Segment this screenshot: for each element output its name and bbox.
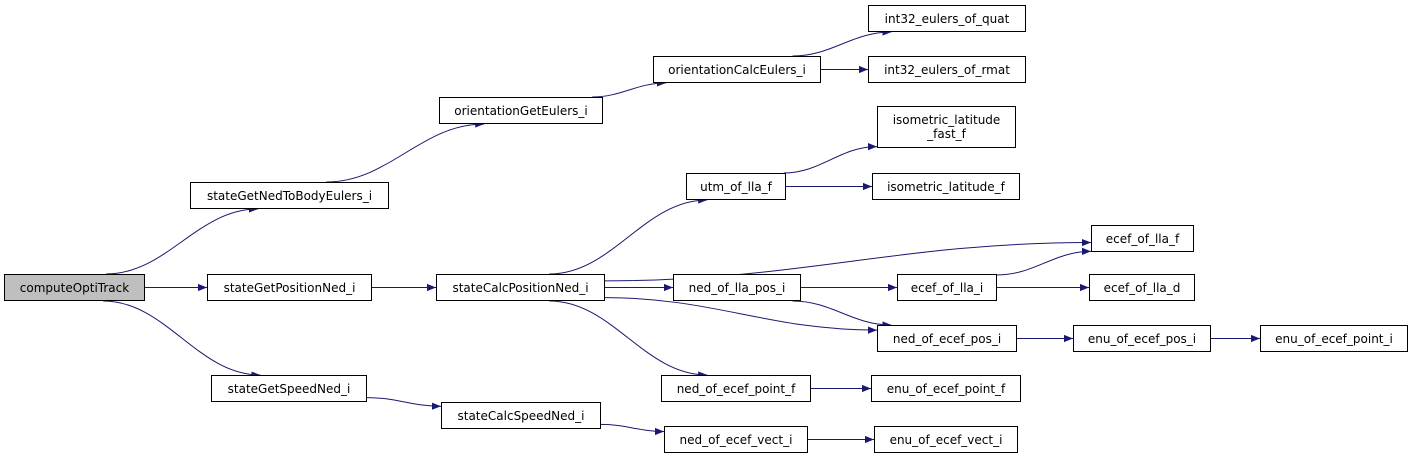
edge-ned_of_lla_pos_i-to-ned_of_ecef_pos_i: [792, 300, 892, 329]
node-ned_of_ecef_point_f[interactable]: ned_of_ecef_point_f: [661, 375, 811, 402]
node-enu_of_ecef_point_f[interactable]: enu_of_ecef_point_f: [871, 375, 1021, 402]
node-label: stateCalcSpeedNed_i: [457, 408, 585, 423]
node-label: stateCalcPositionNed_i: [452, 280, 589, 295]
node-label: int32_eulers_of_rmat: [884, 62, 1010, 77]
node-int32_eulers_of_rmat[interactable]: int32_eulers_of_rmat: [868, 56, 1026, 83]
node-orientationCalcEulers_i[interactable]: orientationCalcEulers_i: [653, 56, 821, 83]
edge-orientationCalcEulers_i-to-int32_eulers_of_quat: [792, 28, 892, 57]
edge-stateCalcPositionNed_i-to-ned_of_ecef_point_f: [549, 300, 708, 379]
node-label: stateGetPositionNed_i: [223, 280, 356, 295]
node-label: computeOptiTrack: [19, 280, 130, 295]
node-ecef_of_lla_d[interactable]: ecef_of_lla_d: [1089, 274, 1195, 301]
node-enu_of_ecef_pos_i[interactable]: enu_of_ecef_pos_i: [1073, 325, 1211, 352]
node-label: enu_of_ecef_vect_i: [889, 432, 1003, 447]
node-label: isometric_latitude_f: [887, 179, 1005, 194]
node-isometric_latitude_f[interactable]: isometric_latitude_f: [872, 173, 1020, 200]
edge-orientationGetEulers_i-to-orientationCalcEulers_i: [592, 79, 666, 98]
node-ned_of_ecef_pos_i[interactable]: ned_of_ecef_pos_i: [877, 325, 1017, 352]
edge-computeOptiTrack-to-stateGetNedToBodyEulers_i: [106, 205, 258, 275]
node-label: orientationCalcEulers_i: [668, 62, 806, 77]
edge-ecef_of_lla_i-to-ecef_of_lla_f: [996, 247, 1092, 276]
node-enu_of_ecef_vect_i[interactable]: enu_of_ecef_vect_i: [874, 426, 1018, 453]
node-label: ned_of_lla_pos_i: [688, 280, 786, 295]
edge-stateCalcSpeedNed_i-to-ned_of_ecef_vect_i: [600, 423, 665, 436]
node-computeOptiTrack: computeOptiTrack: [4, 274, 145, 301]
node-label: stateGetSpeedNed_i: [227, 381, 351, 396]
node-label: ned_of_ecef_point_f: [676, 381, 796, 396]
node-label: ned_of_ecef_pos_i: [892, 331, 1002, 346]
node-stateCalcSpeedNed_i[interactable]: stateCalcSpeedNed_i: [441, 402, 601, 429]
node-int32_eulers_of_quat[interactable]: int32_eulers_of_quat: [868, 5, 1026, 32]
node-label: ecef_of_lla_d: [1103, 280, 1181, 295]
node-label: ned_of_ecef_vect_i: [679, 432, 793, 447]
node-stateGetSpeedNed_i[interactable]: stateGetSpeedNed_i: [211, 375, 367, 402]
node-isometric_latitude_fast_f[interactable]: isometric_latitude _fast_f: [877, 106, 1016, 148]
node-ecef_of_lla_i[interactable]: ecef_of_lla_i: [897, 274, 997, 301]
node-utm_of_lla_f[interactable]: utm_of_lla_f: [686, 173, 786, 200]
node-enu_of_ecef_point_i[interactable]: enu_of_ecef_point_i: [1260, 325, 1408, 352]
node-label-line-2: _fast_f: [927, 127, 966, 141]
node-stateGetNedToBodyEulers_i[interactable]: stateGetNedToBodyEulers_i: [190, 182, 389, 209]
node-label: int32_eulers_of_quat: [884, 11, 1010, 26]
edge-stateGetNedToBodyEulers_i-to-orientationGetEulers_i: [326, 120, 485, 183]
node-ned_of_ecef_vect_i[interactable]: ned_of_ecef_vect_i: [664, 426, 808, 453]
node-label: ecef_of_lla_i: [910, 280, 984, 295]
node-stateCalcPositionNed_i[interactable]: stateCalcPositionNed_i: [436, 274, 605, 301]
edge-computeOptiTrack-to-stateGetSpeedNed_i: [103, 300, 261, 379]
edge-stateCalcPositionNed_i-to-utm_of_lla_f: [549, 196, 708, 275]
edge-stateGetSpeedNed_i-to-stateCalcSpeedNed_i: [366, 397, 442, 410]
node-ecef_of_lla_f[interactable]: ecef_of_lla_f: [1091, 225, 1194, 252]
edge-stateCalcPositionNed_i-to-ned_of_ecef_pos_i: [604, 297, 878, 334]
node-label: enu_of_ecef_point_i: [1275, 331, 1393, 346]
node-stateGetPositionNed_i[interactable]: stateGetPositionNed_i: [207, 274, 372, 301]
node-label: orientationGetEulers_i: [454, 103, 588, 118]
node-label: enu_of_ecef_pos_i: [1087, 331, 1197, 346]
node-label: ecef_of_lla_f: [1105, 231, 1180, 246]
node-label-line-1: isometric_latitude: [892, 113, 1001, 127]
node-label: enu_of_ecef_point_f: [886, 381, 1006, 396]
node-label: utm_of_lla_f: [700, 179, 772, 194]
node-orientationGetEulers_i[interactable]: orientationGetEulers_i: [439, 97, 603, 124]
node-ned_of_lla_pos_i[interactable]: ned_of_lla_pos_i: [673, 274, 801, 301]
edge-utm_of_lla_f-to-isometric_latitude_fast_f: [783, 143, 878, 174]
node-label: stateGetNedToBodyEulers_i: [206, 188, 373, 203]
